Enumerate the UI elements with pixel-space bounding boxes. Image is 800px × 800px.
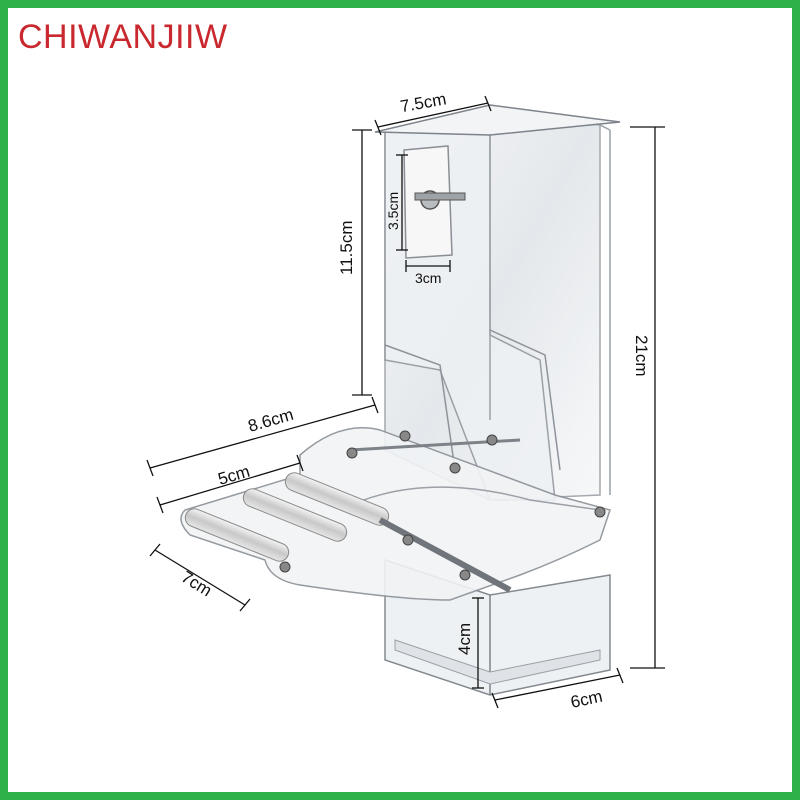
dim-plate-width: 3cm [415, 270, 441, 286]
screw-plate [403, 145, 466, 259]
dim-top-width: 7.5cm [399, 89, 448, 116]
dim-perch-gap: 5cm [216, 462, 252, 489]
dim-plate-height: 3.5cm [385, 192, 401, 230]
dim-tray-depth: 6cm [569, 687, 604, 712]
dimension-lines [146, 95, 665, 709]
brand-logo: CHIWANJIIW [18, 18, 228, 56]
perch-platform [180, 427, 611, 601]
dim-tray-height: 4cm [455, 623, 474, 655]
dim-total-height: 21cm [632, 335, 651, 377]
perch-bars [184, 472, 390, 562]
dim-perch-depth: 7cm [178, 567, 215, 600]
dim-left-height: 11.5cm [337, 221, 356, 276]
dim-perch-span: 8.6cm [246, 405, 296, 436]
